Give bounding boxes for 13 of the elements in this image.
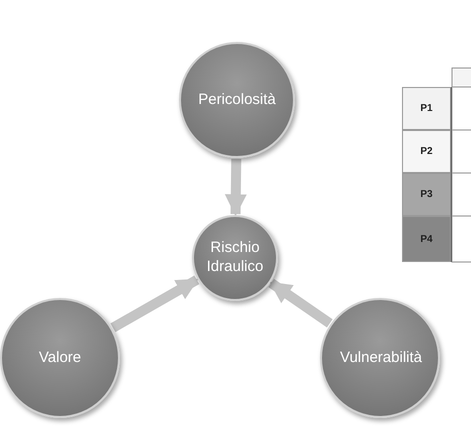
arrow xyxy=(268,278,333,328)
node-label: Vulnerabilità xyxy=(340,348,420,368)
arrow xyxy=(110,275,200,332)
node-label: Valore xyxy=(38,348,82,368)
row-header: P3 xyxy=(402,173,451,216)
row-header: P4 xyxy=(402,216,451,262)
row-header: P1 xyxy=(402,87,451,130)
arrow xyxy=(224,158,247,216)
circle-node xyxy=(0,298,120,418)
circle-node xyxy=(192,215,278,301)
node-label: Pericolosità xyxy=(198,90,276,110)
row-header: P2 xyxy=(402,130,451,173)
node-label: Rischio Idraulico xyxy=(206,239,264,277)
